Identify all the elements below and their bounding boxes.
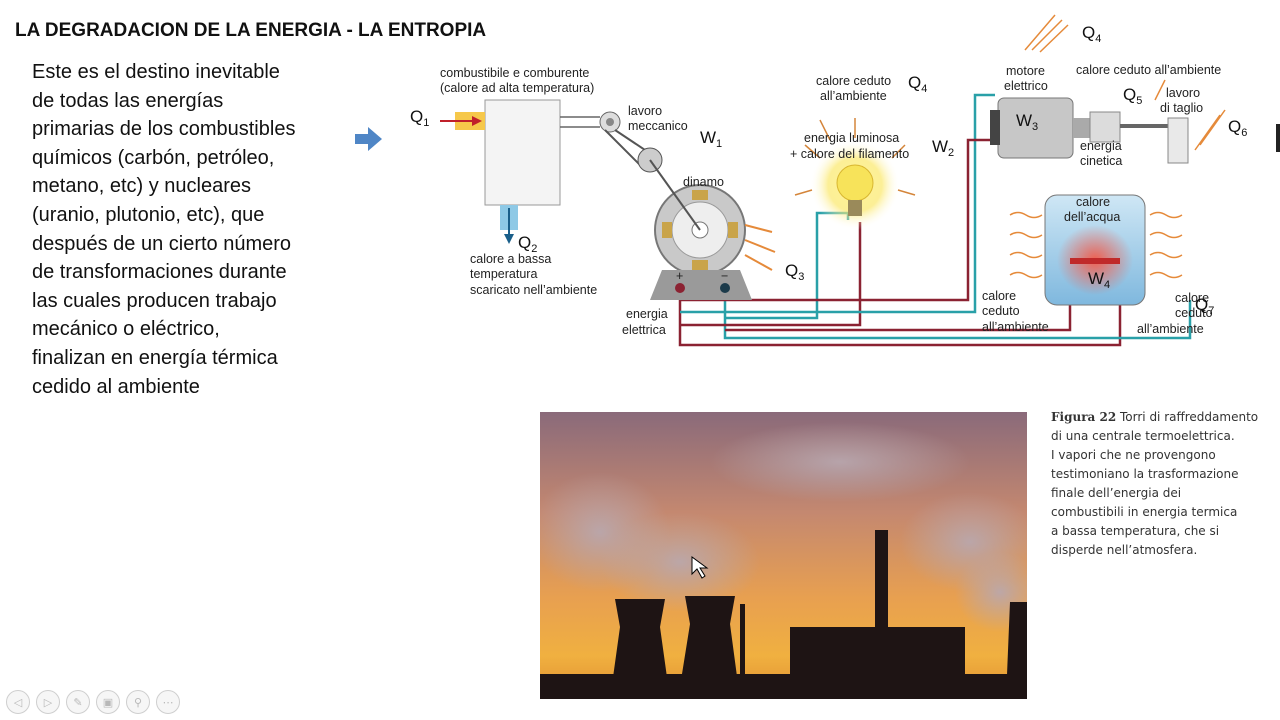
label-q2: Q2 bbox=[518, 233, 537, 255]
label-calore-bassa: calore a bassa bbox=[470, 252, 551, 266]
paragraph-line: las cuales producen trabajo bbox=[32, 289, 277, 312]
label-plus: + bbox=[676, 269, 683, 283]
label-q4-lamp: Q4 bbox=[908, 73, 927, 95]
label-energia-cinetica: cinetica bbox=[1080, 154, 1122, 168]
paragraph-line: Este es el destino inevitable bbox=[32, 61, 280, 83]
paragraph-line: de todas las energías bbox=[32, 89, 224, 112]
slide-paragraph: Este es el destino inevitable de todas l… bbox=[32, 58, 342, 401]
label-calore-lamp: calore ceduto bbox=[816, 74, 891, 88]
caption-line: di una centrale termoelettrica. bbox=[1051, 429, 1235, 443]
lamp-bulb bbox=[836, 164, 874, 202]
arrow-right-icon bbox=[355, 127, 382, 151]
label-motore: elettrico bbox=[1004, 79, 1048, 93]
previous-slide-button[interactable]: ◁ bbox=[6, 690, 30, 714]
zoom-button[interactable]: ⚲ bbox=[126, 690, 150, 714]
label-lavoro: lavoro bbox=[628, 104, 662, 118]
label-w1: W1 bbox=[700, 128, 722, 150]
pen-tool-button[interactable]: ✎ bbox=[66, 690, 90, 714]
label-calore-left: ceduto bbox=[982, 304, 1020, 318]
caption-line: I vapori che ne provengono bbox=[1051, 448, 1216, 462]
label-calore-lamp: all’ambiente bbox=[820, 89, 887, 103]
caption-line: combustibili in energia termica bbox=[1051, 505, 1238, 519]
cooling-towers-photo bbox=[540, 412, 1027, 699]
label-lavoro-taglio: di taglio bbox=[1160, 101, 1203, 115]
cut-block bbox=[1167, 117, 1189, 164]
label-energia-luminosa: + calore del filamento bbox=[790, 147, 909, 161]
heat-arrows-dinamo bbox=[744, 224, 776, 271]
combustion-chamber bbox=[484, 99, 561, 206]
label-q5: Q5 bbox=[1123, 85, 1142, 107]
label-calore-bassa: temperatura bbox=[470, 267, 537, 281]
label-combustibile: (calore ad alta temperatura) bbox=[440, 81, 594, 95]
label-calore-acqua: calore bbox=[1076, 195, 1110, 209]
label-q1: Q1 bbox=[410, 107, 429, 129]
label-calore-right: calore bbox=[1175, 291, 1209, 305]
dinamo bbox=[649, 159, 752, 300]
caption-line: Figura 22 Torri di raffreddamento bbox=[1051, 408, 1266, 427]
label-lavoro: meccanico bbox=[628, 119, 688, 133]
label-energia-elettrica: elettrica bbox=[622, 323, 666, 337]
label-calore-left: calore bbox=[982, 289, 1016, 303]
label-calore-right: all’ambiente bbox=[1137, 322, 1204, 336]
paragraph-line: metano, etc) y nucleares bbox=[32, 175, 251, 198]
label-q4-motor: Q4 bbox=[1082, 23, 1101, 45]
label-calore-right: ceduto bbox=[1175, 306, 1213, 320]
label-dinamo: dinamo bbox=[683, 175, 724, 189]
figure-label: Figura 22 bbox=[1051, 410, 1117, 424]
label-w4: W4 bbox=[1088, 269, 1110, 291]
figure-caption: Figura 22 Torri di raffreddamento di una… bbox=[1051, 408, 1266, 560]
label-motore: motore bbox=[1006, 64, 1045, 78]
slide-title: LA DEGRADACION DE LA ENERGIA - LA ENTROP… bbox=[15, 20, 487, 41]
label-q7: Q7 bbox=[1195, 295, 1214, 317]
label-calore-bassa: scaricato nell’ambiente bbox=[470, 283, 597, 297]
caption-line: disperde nell’atmosfera. bbox=[1051, 543, 1198, 557]
label-energia-elettrica: energia bbox=[626, 307, 668, 321]
paragraph-line: finalizan en energía térmica bbox=[32, 346, 278, 369]
label-minus: − bbox=[721, 269, 728, 283]
paragraph-line: de transformaciones durante bbox=[32, 261, 287, 284]
more-options-button[interactable]: ⋯ bbox=[156, 690, 180, 714]
paragraph-line: químicos (carbón, petróleo, bbox=[32, 146, 275, 169]
label-calore-top: calore ceduto all’ambiente bbox=[1076, 63, 1221, 77]
scroll-tab[interactable] bbox=[1276, 124, 1280, 152]
paragraph-line: cedido al ambiente bbox=[32, 375, 200, 398]
paragraph-line: después de un cierto número bbox=[32, 232, 292, 255]
label-lavoro-taglio: lavoro bbox=[1166, 86, 1200, 100]
paragraph-line: mecánico o eléctrico, bbox=[32, 318, 220, 341]
caption-line: a bassa temperatura, che si bbox=[1051, 524, 1220, 538]
label-calore-acqua: dell’acqua bbox=[1064, 210, 1120, 224]
label-calore-left: all’ambiente bbox=[982, 320, 1049, 334]
slideshow-controls: ◁ ▷ ✎ ▣ ⚲ ⋯ bbox=[6, 690, 180, 714]
label-energia-luminosa: energia luminosa bbox=[804, 131, 899, 145]
slides-view-button[interactable]: ▣ bbox=[96, 690, 120, 714]
next-slide-button[interactable]: ▷ bbox=[36, 690, 60, 714]
caption-line: testimoniano la trasformazione bbox=[1051, 467, 1239, 481]
energy-diagram: combustibile e comburente (calore ad alt… bbox=[410, 14, 1247, 347]
label-combustibile: combustibile e comburente bbox=[440, 66, 589, 80]
label-q6: Q6 bbox=[1228, 117, 1247, 139]
caption-line: finale dell’energia dei bbox=[1051, 486, 1182, 500]
label-w2: W2 bbox=[932, 137, 954, 159]
label-q3: Q3 bbox=[785, 261, 804, 283]
paragraph-line: (uranio, plutonio, etc), que bbox=[32, 203, 265, 226]
caption-text: Torri di raffreddamento bbox=[1120, 410, 1259, 424]
paragraph-line: primarias de los combustibles bbox=[32, 118, 296, 141]
label-energia-cinetica: energia bbox=[1080, 139, 1122, 153]
label-w3: W3 bbox=[1016, 111, 1038, 133]
